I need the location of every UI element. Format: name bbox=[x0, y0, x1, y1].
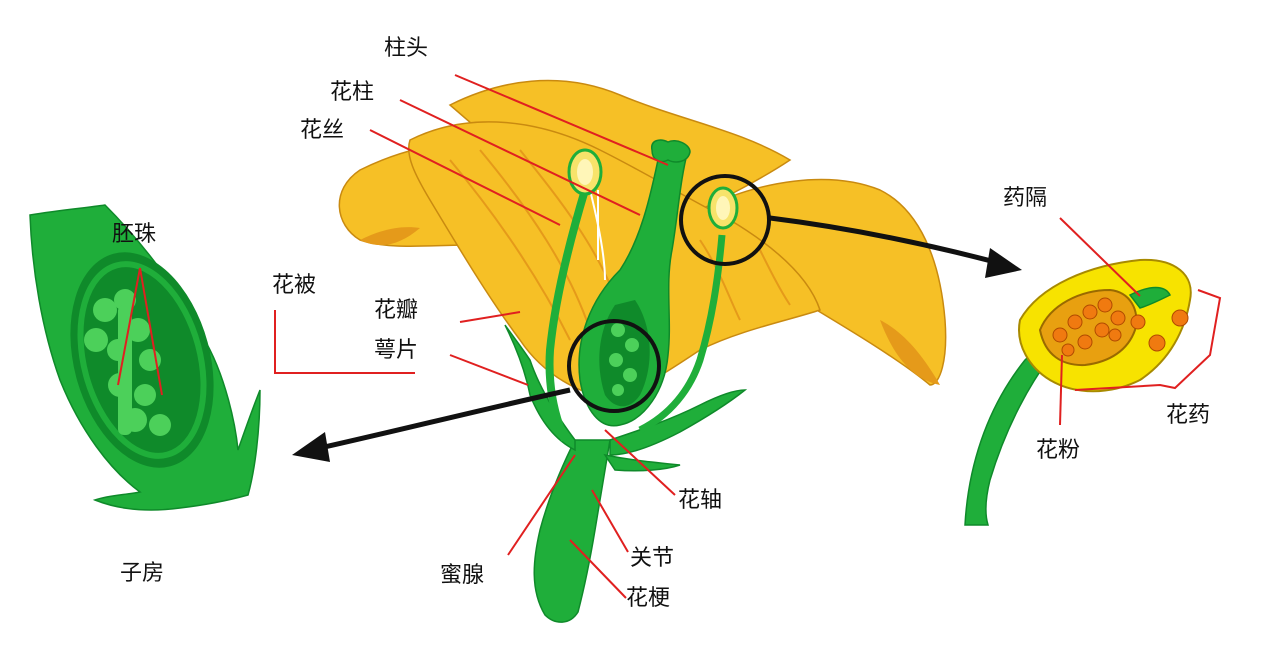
label-node: 关节 bbox=[630, 548, 674, 570]
label-receptacle: 花轴 bbox=[678, 490, 722, 512]
arrow-head-left bbox=[292, 432, 330, 462]
label-ovule: 胚珠 bbox=[112, 224, 156, 246]
anther-detail bbox=[965, 260, 1191, 525]
label-sepal: 萼片 bbox=[374, 340, 418, 362]
label-pedicel: 花梗 bbox=[626, 588, 670, 610]
ovary-detail bbox=[30, 205, 260, 510]
anther-left-inner bbox=[577, 159, 593, 185]
label-filament: 花丝 bbox=[300, 120, 344, 142]
label-petal: 花瓣 bbox=[374, 300, 418, 322]
label-anther-connective: 药隔 bbox=[1003, 188, 1047, 210]
label-pollen: 花粉 bbox=[1036, 440, 1080, 462]
sepal-lower bbox=[605, 455, 680, 471]
anther-right-inner bbox=[716, 196, 730, 220]
label-style: 花柱 bbox=[330, 82, 374, 104]
label-nectary: 蜜腺 bbox=[440, 565, 484, 587]
arrow-to-ovary-detail bbox=[320, 390, 570, 448]
label-stigma: 柱头 bbox=[384, 38, 428, 60]
label-perianth: 花被 bbox=[272, 275, 316, 297]
pedicel-shape bbox=[534, 440, 610, 622]
label-ovary: 子房 bbox=[120, 563, 164, 585]
stigma-shape bbox=[652, 140, 690, 162]
label-anther: 花药 bbox=[1166, 405, 1210, 427]
arrow-head-right bbox=[985, 248, 1022, 278]
flower bbox=[339, 81, 945, 623]
